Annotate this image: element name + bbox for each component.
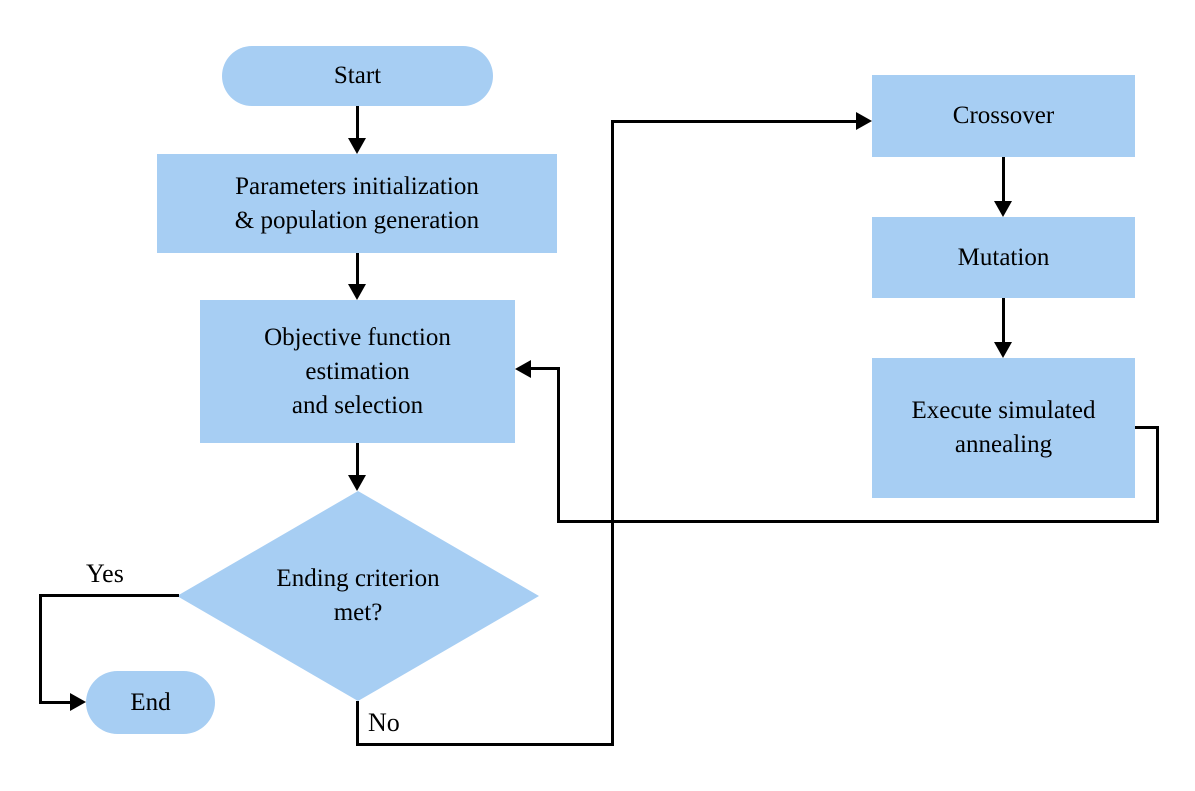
edge-loop-right-vertical xyxy=(1156,426,1159,523)
node-ending-criterion-decision: Ending criterion met? xyxy=(177,491,539,701)
arrowhead-yes-end xyxy=(70,693,86,711)
arrowhead-start-init xyxy=(348,138,366,154)
edge-yes-vertical xyxy=(39,594,42,704)
edge-init-objective xyxy=(356,253,359,286)
arrowhead-init-objective xyxy=(348,284,366,300)
edge-objective-decision xyxy=(356,443,359,476)
node-start-label: Start xyxy=(333,62,382,89)
edge-start-init xyxy=(356,106,359,140)
edge-loop-bottom-horizontal xyxy=(557,520,1159,523)
node-end: End xyxy=(86,671,215,734)
label-no: No xyxy=(368,708,400,737)
node-parameters-initialization-label: Parameters initialization & population g… xyxy=(234,172,480,234)
node-objective-function-label: Objective function estimation and select… xyxy=(264,323,451,419)
edge-crossover-mutation xyxy=(1002,157,1005,203)
arrowhead-crossover-mutation xyxy=(994,201,1012,217)
node-start: Start xyxy=(222,46,493,106)
edge-loop-out-of-annealing xyxy=(1135,426,1159,429)
node-crossover-label: Crossover xyxy=(952,102,1055,129)
node-end-label: End xyxy=(130,688,171,716)
node-mutation: Mutation xyxy=(872,217,1135,298)
node-objective-function: Objective function estimation and select… xyxy=(200,300,515,443)
edge-no-top-horizontal xyxy=(611,120,856,123)
arrowhead-loop-objective xyxy=(515,360,531,378)
arrowhead-objective-decision xyxy=(348,475,366,491)
edge-no-vertical-riser xyxy=(611,120,614,746)
node-crossover: Crossover xyxy=(872,75,1135,157)
node-simulated-annealing: Execute simulated annealing xyxy=(872,358,1135,498)
label-yes: Yes xyxy=(86,559,124,588)
edge-loop-into-objective xyxy=(531,367,560,370)
node-ending-criterion-decision-label: Ending criterion met? xyxy=(276,565,440,626)
edge-mutation-annealing xyxy=(1002,298,1005,344)
edge-yes-horizontal xyxy=(39,594,179,597)
arrowhead-no-crossover xyxy=(856,112,872,130)
node-mutation-label: Mutation xyxy=(957,243,1050,271)
edge-no-bottom-horizontal xyxy=(356,743,614,746)
arrowhead-mutation-annealing xyxy=(994,342,1012,358)
edge-no-down xyxy=(356,701,359,746)
node-parameters-initialization: Parameters initialization & population g… xyxy=(157,154,557,253)
edge-loop-left-vertical xyxy=(557,368,560,523)
edge-yes-into-end xyxy=(39,701,72,704)
node-simulated-annealing-label: Execute simulated annealing xyxy=(911,397,1096,458)
